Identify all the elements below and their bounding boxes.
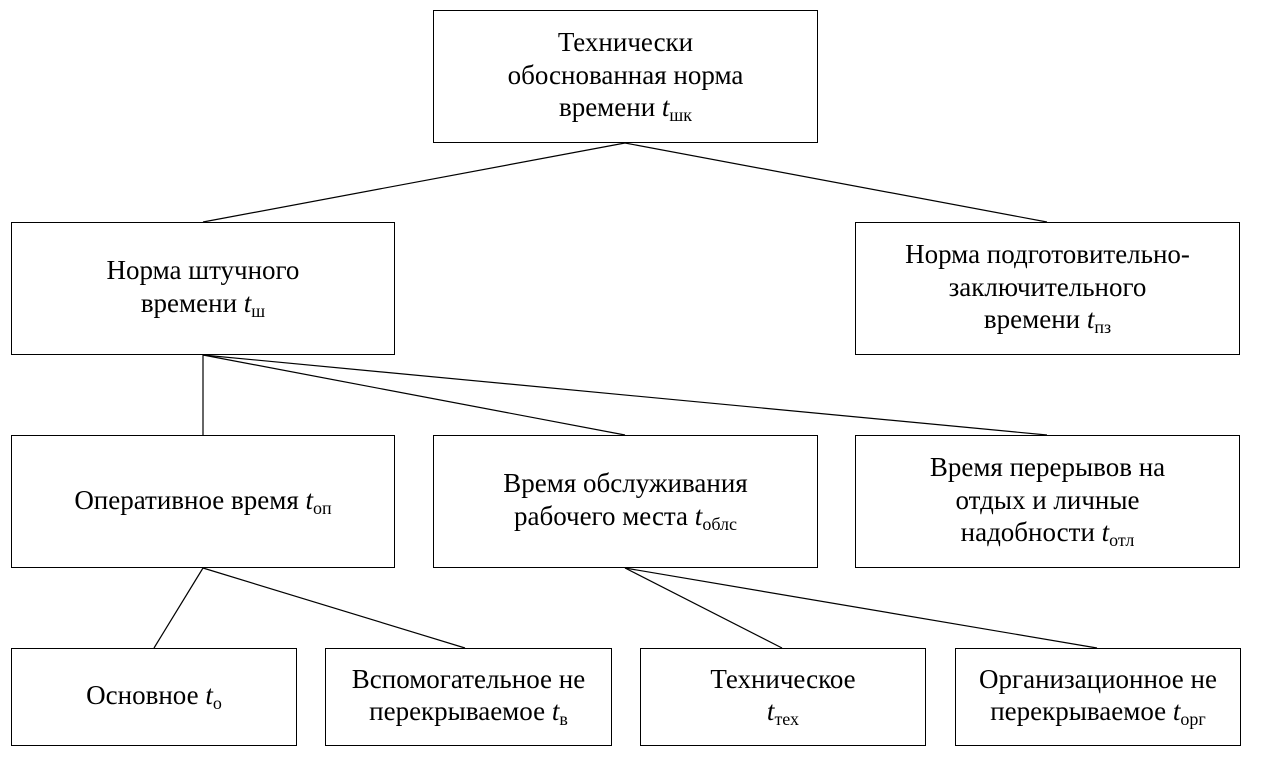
time-symbol: t	[661, 92, 670, 123]
label-text: времени	[983, 304, 1087, 335]
time-subscript: орг	[1180, 709, 1206, 730]
label-text: рабочего места	[513, 500, 695, 531]
node-operativnoe: Оперативное время tоп	[11, 435, 395, 568]
edge-root-podgot	[624, 142, 1048, 223]
label-line: Норма подготовительно-	[905, 238, 1190, 269]
label-text: перекрываемое	[990, 696, 1173, 727]
label-text: перекрываемое	[369, 696, 552, 727]
edge-obsluzh-organiz	[624, 567, 1098, 649]
time-subscript: о	[212, 693, 222, 714]
time-symbol: t	[766, 696, 775, 727]
label-line-with-symbol: времени tш	[107, 287, 300, 323]
label-line-with-symbol: tтех	[710, 695, 855, 731]
label-line-with-symbol: перекрываемое tорг	[979, 695, 1217, 731]
label-line: обоснованная норма	[507, 59, 744, 90]
label-line: Время перерывов на	[929, 451, 1166, 482]
time-subscript: облс	[702, 513, 737, 534]
label-line-with-symbol: Основное tо	[86, 679, 222, 715]
label-text: Основное	[86, 680, 206, 711]
node-label: Оперативное время tоп	[74, 484, 331, 520]
label-text: надобности	[960, 517, 1102, 548]
time-symbol: t	[305, 484, 314, 515]
label-line: Норма штучного	[106, 255, 300, 286]
label-line: Вспомогательное не	[351, 663, 586, 694]
edge-shtuch-pereryv	[202, 354, 1048, 436]
label-line: заключительного	[948, 271, 1147, 302]
time-subscript: отл	[1109, 530, 1135, 551]
edge-operativ-vspom	[202, 567, 466, 649]
node-osnovnoe: Основное tо	[11, 648, 297, 746]
time-symbol: t	[205, 680, 213, 711]
time-symbol: t	[243, 287, 252, 318]
time-subscript: в	[559, 709, 568, 730]
node-label: Основное tо	[86, 679, 222, 715]
time-subscript: ш	[251, 300, 266, 321]
label-line: Техническое	[710, 663, 856, 694]
label-text: времени	[558, 92, 662, 123]
edge-shtuch-obsluzh	[202, 354, 626, 436]
label-line-with-symbol: времени tпз	[905, 303, 1190, 339]
label-line: Технически	[557, 26, 694, 57]
label-line-with-symbol: надобности tотл	[930, 516, 1165, 552]
time-subscript: оп	[313, 497, 332, 518]
label-line-with-symbol: времени tшк	[508, 91, 744, 127]
label-line-with-symbol: перекрываемое tв	[352, 695, 585, 731]
label-text: времени	[140, 287, 244, 318]
time-symbol: t	[1086, 304, 1095, 335]
time-symbol: t	[1101, 517, 1110, 548]
edge-obsluzh-tehnich	[624, 567, 783, 649]
label-line: Время обслуживания	[503, 468, 748, 499]
label-line: отдых и личные	[955, 484, 1140, 515]
label-text: Оперативное время	[74, 484, 306, 515]
label-line-with-symbol: рабочего места tоблс	[503, 500, 747, 536]
time-symbol: t	[1172, 696, 1181, 727]
edge-operativ-osnov	[153, 567, 204, 649]
edge-root-shtuch	[202, 142, 626, 223]
time-subscript: тех	[774, 709, 800, 730]
label-line-with-symbol: Оперативное время tоп	[74, 484, 331, 520]
time-symbol: t	[694, 500, 703, 531]
label-line: Организационное не	[979, 663, 1217, 694]
time-symbol: t	[551, 696, 560, 727]
time-subscript: шк	[669, 105, 693, 126]
time-subscript: пз	[1094, 317, 1112, 338]
